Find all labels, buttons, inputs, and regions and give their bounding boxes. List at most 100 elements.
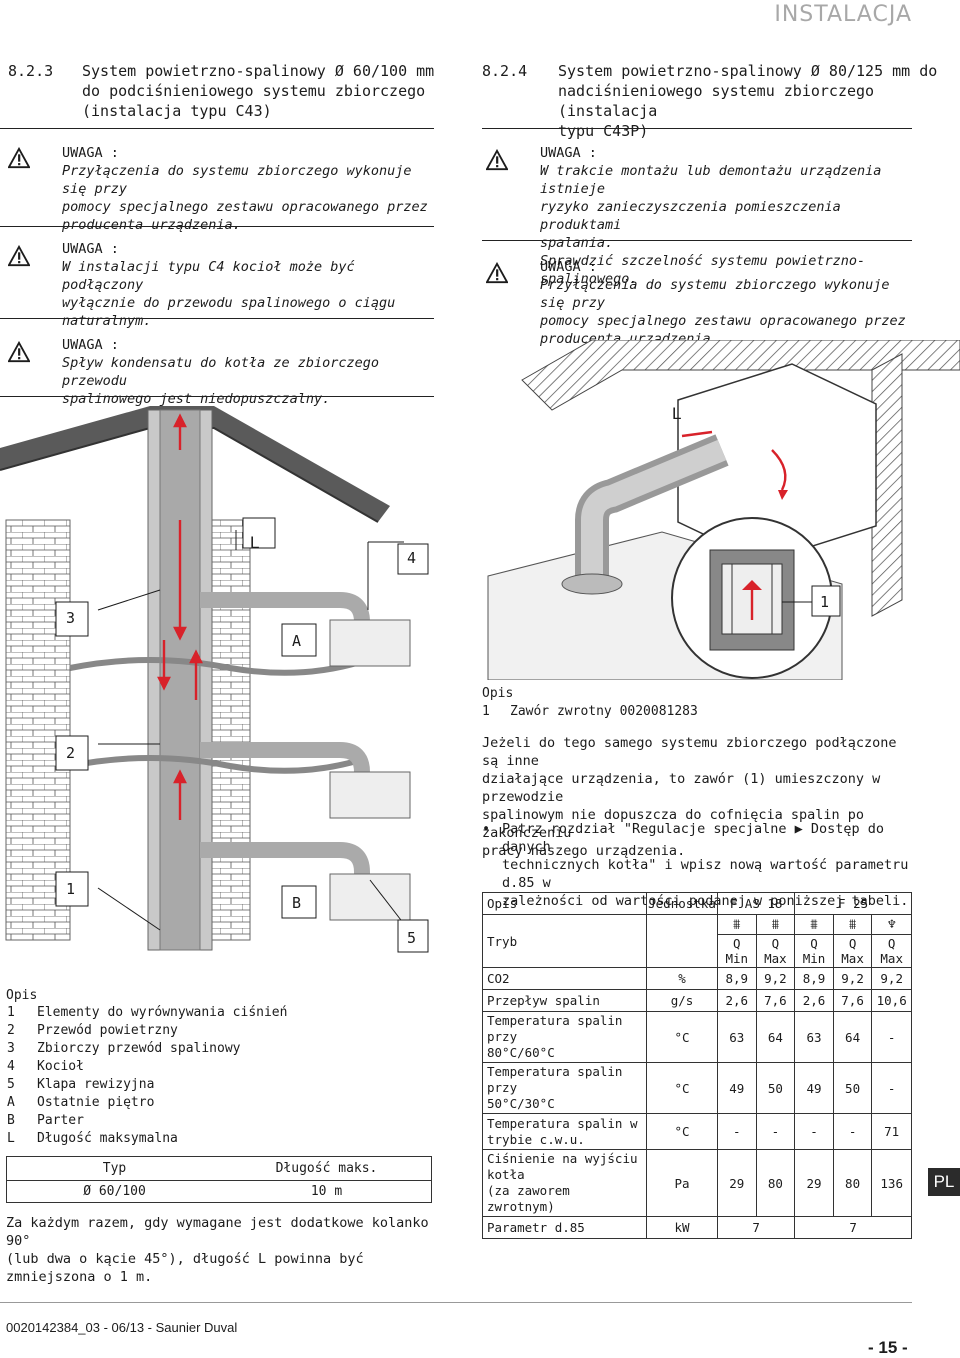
table-cell: 64 — [832, 1011, 873, 1063]
cell-line: 50°C/30°C — [487, 1096, 555, 1111]
table-cell: 9,2 — [755, 967, 796, 990]
table-header: Typ — [6, 1156, 222, 1181]
legend-key: 2 — [7, 1023, 15, 1038]
warning-line: Przyłączenia do systemu zbiorczego wykon… — [540, 277, 890, 311]
table-cell: 50 — [755, 1062, 796, 1114]
cell-line: 80°C/60°C — [487, 1045, 555, 1060]
para-line: Jeżeli do tego samego systemu zbiorczego… — [482, 735, 897, 769]
table-header: Opis — [482, 892, 647, 915]
tap-icon: ♆ — [871, 914, 912, 935]
bullet-icon: • — [482, 821, 491, 837]
warning-text: UWAGA : Przyłączenia do systemu zbiorcze… — [62, 144, 432, 234]
table-cell: 10,6 — [871, 989, 912, 1012]
legend-value: Elementy do wyrównywania ciśnień — [37, 1005, 288, 1020]
warning-text: UWAGA : Przyłączenia do systemu zbiorcze… — [540, 258, 912, 348]
note-line: Za każdym razem, gdy wymagane jest dodat… — [6, 1215, 429, 1249]
table-cell: °C — [646, 1113, 718, 1150]
warning-label: UWAGA : — [540, 145, 597, 161]
cell-line: Ciśnienie na wyjściu kotła — [487, 1151, 638, 1182]
table-cell: Pa — [646, 1149, 718, 1217]
warning-text: UWAGA : W trakcie montażu lub demontażu … — [540, 144, 912, 288]
table-cell: CO2 — [482, 967, 647, 990]
warning-label: UWAGA : — [62, 241, 119, 257]
legend-key: 4 — [7, 1059, 15, 1074]
table-cell: Ciśnienie na wyjściu kotła(za zaworem zw… — [482, 1149, 647, 1217]
cell-line: Temperatura spalin przy — [487, 1013, 623, 1044]
table-cell: kW — [646, 1216, 718, 1239]
warning-line: W trakcie montażu lub demontażu urządzen… — [540, 163, 882, 197]
right-title-line: System powietrzno-spalinowy Ø 80/125 mm … — [558, 62, 938, 80]
table-cell: 29 — [794, 1149, 834, 1217]
warning-text: UWAGA : W instalacji typu C4 kocioł może… — [62, 240, 432, 330]
warning-line: pomocy specjalnego zestawu opracowanego … — [540, 313, 906, 329]
table-cell: Ø 60/100 — [6, 1180, 222, 1203]
warning-icon — [8, 245, 30, 267]
mode-cell: Q Min — [794, 934, 834, 968]
table-row: Ciśnienie na wyjściu kotła(za zaworem zw… — [482, 1149, 912, 1217]
right-title-line: typu C43P) — [558, 122, 649, 140]
table-cell: 136 — [871, 1149, 912, 1217]
list-item: 1 Elementy do wyrównywania ciśnień — [6, 1004, 288, 1022]
table-cell: - — [871, 1062, 912, 1114]
cell-line: trybie c.w.u. — [487, 1131, 585, 1147]
table-cell: 80 — [755, 1149, 796, 1217]
left-legend: Opis 1 Elementy do wyrównywania ciśnień 2… — [6, 988, 288, 1148]
table-cell: - — [717, 1113, 757, 1150]
label-L: L — [250, 533, 260, 552]
warning-line: spalania. — [540, 235, 614, 251]
legend-key: L — [7, 1131, 15, 1146]
cell-line: Temperatura spalin przy — [487, 1064, 623, 1095]
collective-flue-diagram — [0, 406, 429, 953]
legend-value: Zbiorczy przewód spalinowy — [37, 1041, 241, 1056]
table-cell: 80 — [832, 1149, 873, 1217]
warning-line: Spływ kondensatu do kotła ze zbiorczego … — [62, 355, 379, 389]
table-cell: % — [646, 967, 718, 990]
table-cell: 9,2 — [832, 967, 873, 990]
warning-line: W instalacji typu C4 kocioł może być pod… — [62, 259, 355, 293]
table-cell: 7 — [794, 1216, 912, 1239]
table-cell: 50 — [832, 1062, 873, 1114]
warning-line: producenta urządzenia. — [62, 217, 241, 233]
table-cell: - — [794, 1113, 834, 1150]
footer-docref: 0020142384_03 - 06/13 - Saunier Duval — [6, 1320, 238, 1335]
legend-key: 1 — [7, 1005, 15, 1020]
warning-line: Sprawdzić szczelność systemu powietrzno-… — [540, 253, 866, 287]
d85-table: Opis Jednostka F AS 18 F 25 Tryb ⩩ ⩩ ⩩ ⩩… — [482, 892, 912, 1239]
warning-icon — [8, 341, 30, 363]
warning-line: Przyłączenia do systemu zbiorczego wykon… — [62, 163, 412, 197]
legend-title: Opis — [6, 988, 38, 1003]
cell-line: Temperatura spalin w — [487, 1115, 638, 1131]
divider — [482, 240, 912, 241]
table-cell: 9,2 — [871, 967, 912, 990]
radiator-icon: ⩩ — [794, 914, 834, 935]
label-A: A — [292, 632, 302, 650]
table-cell: 71 — [871, 1113, 912, 1150]
table-cell: Tryb — [482, 914, 647, 968]
right-section-number: 8.2.4 — [482, 62, 528, 80]
table-cell: Przepływ spalin — [482, 989, 647, 1012]
table-header: Długość maks. — [222, 1156, 432, 1181]
legend-value: Długość maksymalna — [37, 1131, 178, 1146]
left-section-title: System powietrzno-spalinowy Ø 60/100 mm … — [82, 61, 434, 121]
table-cell: g/s — [646, 989, 718, 1012]
table-cell — [646, 914, 718, 968]
table-cell: 49 — [717, 1062, 757, 1114]
table-cell: 10 m — [222, 1180, 432, 1203]
page-number: - 15 - — [868, 1338, 908, 1357]
length-table: Typ Długość maks. Ø 60/100 10 m — [6, 1156, 432, 1203]
warning-icon — [486, 149, 508, 171]
bullet-line: technicznych kotła" i wpisz nową wartość… — [502, 857, 909, 891]
table-cell: 63 — [717, 1011, 757, 1063]
warning-label: UWAGA : — [62, 145, 119, 161]
legend-key: B — [7, 1113, 15, 1128]
c43p-diagram — [487, 340, 960, 680]
table-header: F AS 18 — [716, 892, 796, 915]
warning-text: UWAGA : Spływ kondensatu do kotła ze zbi… — [62, 336, 432, 408]
